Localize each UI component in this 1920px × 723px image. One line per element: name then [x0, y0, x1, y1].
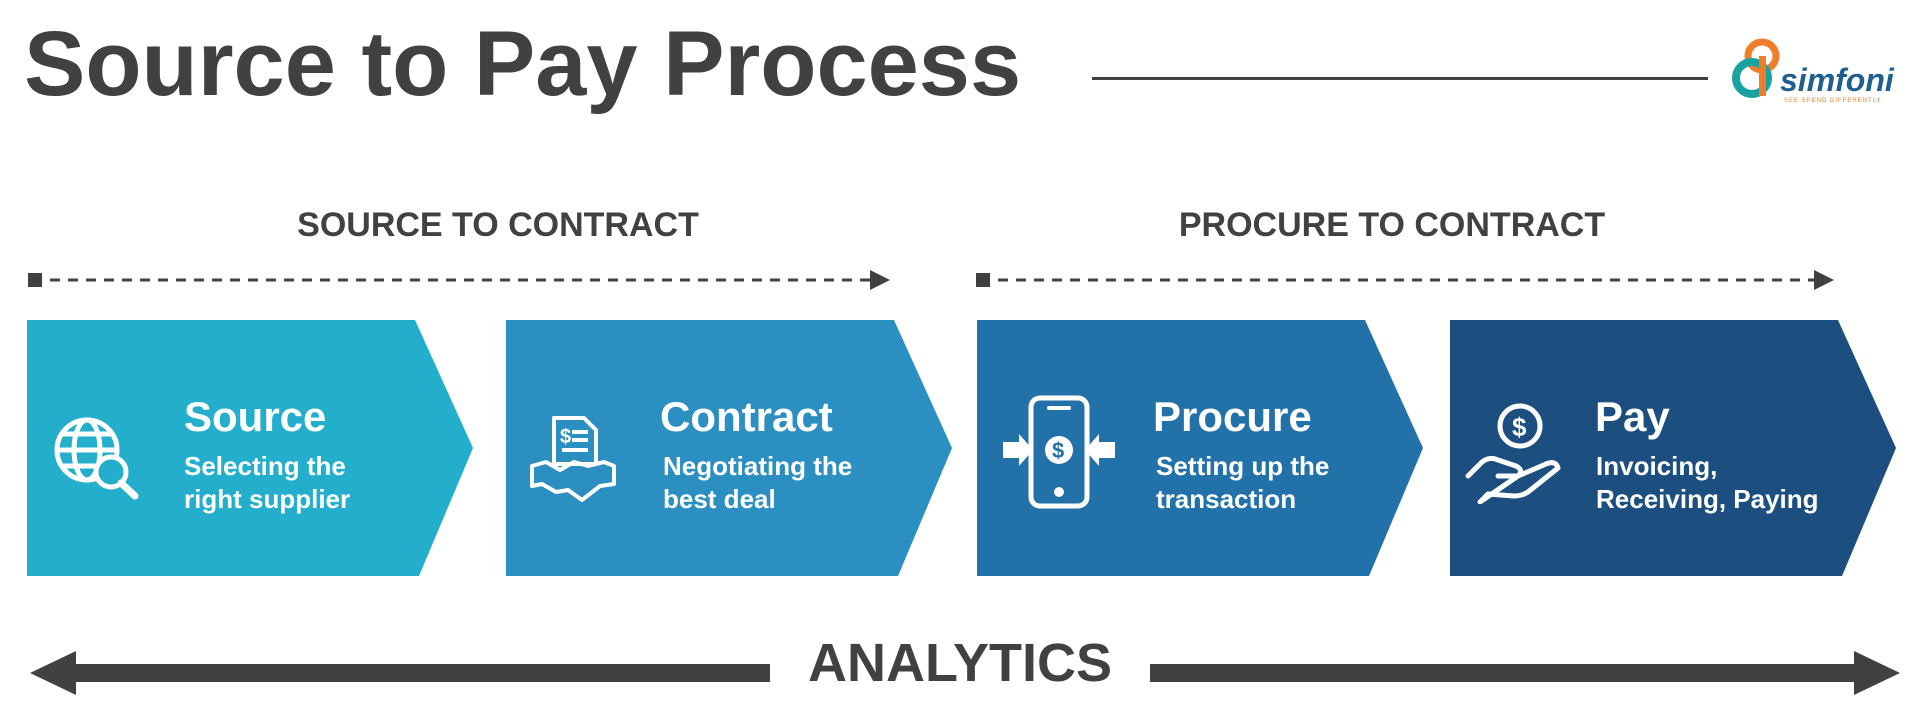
svg-text:$: $ [1512, 412, 1527, 442]
phase-arrow-source-to-contract [28, 270, 890, 290]
contract-handshake-icon: $ [530, 416, 616, 502]
step-procure: $ Procure Setting up the transaction [977, 320, 1427, 576]
step-pay: $ Pay Invoicing, Receiving, Paying [1450, 320, 1900, 576]
title-divider [1092, 77, 1708, 80]
step-contract-description: Negotiating the best deal [663, 451, 853, 514]
logo-wordmark: simfoni [1780, 62, 1894, 98]
phase-label-source-to-contract: SOURCE TO CONTRACT [297, 206, 699, 244]
step-pay-chevron [1450, 320, 1896, 576]
step-source-description: Selecting the right supplier [184, 451, 351, 514]
step-procure-title: Procure [1153, 393, 1312, 440]
step-contract-title: Contract [660, 393, 833, 440]
step-source: Source Selecting the right supplier [27, 320, 477, 576]
hand-coin-icon: $ [1465, 403, 1561, 504]
step-procure-chevron [977, 320, 1423, 576]
step-pay-title: Pay [1595, 393, 1670, 440]
phase-arrow-procure-to-contract [976, 270, 1834, 290]
svg-text:$: $ [560, 426, 571, 448]
globe-search-icon [54, 417, 139, 500]
mobile-payment-icon: $ [1003, 395, 1115, 509]
page-title: Source to Pay Process [24, 13, 1022, 115]
step-source-title: Source [184, 393, 327, 440]
step-source-chevron [27, 320, 473, 576]
logo-mark-icon [1732, 38, 1780, 98]
step-pay-description: Invoicing, Receiving, Paying [1596, 451, 1819, 514]
step-contract-chevron [506, 320, 952, 576]
logo-tagline: SEE SPEND DIFFERENTLY [1784, 98, 1882, 104]
step-procure-description: Setting up the transaction [1156, 451, 1330, 514]
svg-text:$: $ [1052, 438, 1064, 463]
simfoni-logo: simfoni SEE SPEND DIFFERENTLY [1726, 36, 1894, 108]
analytics-label: ANALYTICS [770, 636, 1150, 690]
phase-label-procure-to-contract: PROCURE TO CONTRACT [1178, 206, 1606, 244]
step-contract: $ Contract Negotiating the best deal [506, 320, 956, 576]
